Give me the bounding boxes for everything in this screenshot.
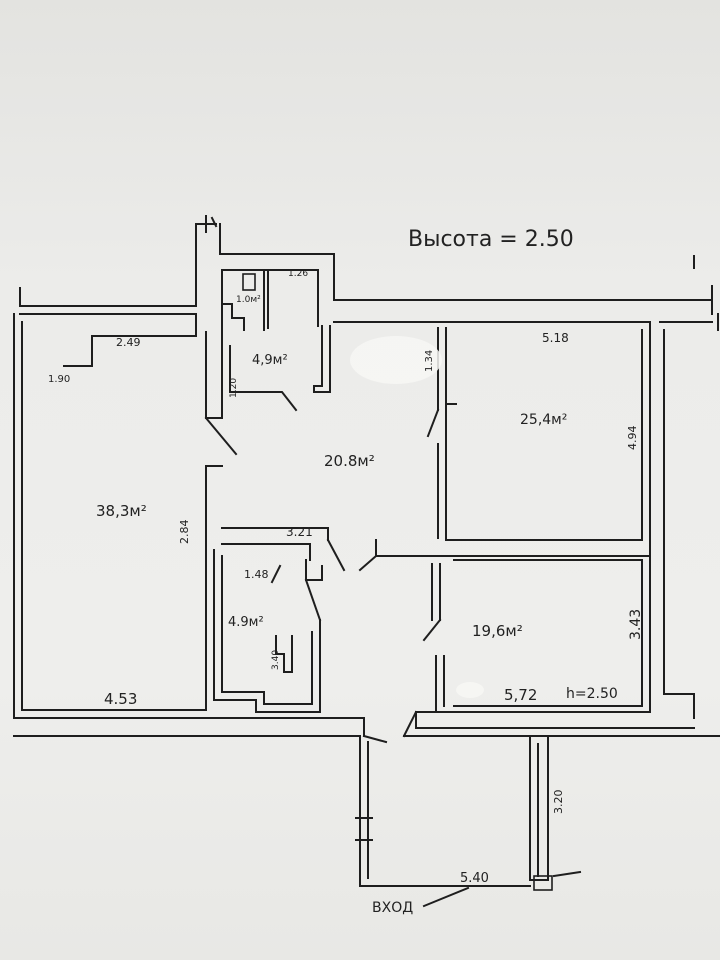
dim-vestibule-bottom: 5.40 [460, 871, 489, 886]
toilet-icon [242, 273, 256, 291]
room-area-wc: 4.9м² [228, 615, 264, 630]
room-area-bathroom: 4,9м² [252, 353, 288, 368]
bathroom [221, 269, 331, 412]
dim-wc-top: 1.48 [244, 568, 269, 581]
top-right-room [426, 327, 643, 541]
dim-large-top: 2.49 [116, 336, 141, 349]
dim-wc-side: 3.40 [271, 650, 281, 670]
large-room [63, 313, 238, 545]
dim-top-right-top: 5.18 [542, 331, 569, 345]
dim-kitchen-side: 3.43 [628, 609, 644, 640]
dim-large-side: 2.84 [178, 520, 191, 545]
dim-kitchen-bottom: 5,72 [504, 686, 537, 704]
dim-bathroom-side: 1.20 [229, 378, 239, 398]
dim-vestibule-side: 3.20 [552, 790, 565, 815]
dim-top-right-step: 1.34 [424, 350, 435, 372]
ceiling-height-title: Высота = 2.50 [408, 227, 574, 252]
outer-walls [13, 223, 720, 737]
area-toilet: 1.0м² [236, 295, 261, 305]
room-area-hall: 20.8м² [324, 452, 375, 470]
kitchen [422, 559, 643, 713]
ceiling-height-kitchen: h=2.50 [566, 686, 618, 702]
dim-large-bottom: 4.53 [104, 690, 137, 708]
room-area-large: 38,3м² [96, 502, 147, 520]
correction-mark [350, 336, 442, 384]
dim-hall: 3.21 [286, 525, 313, 539]
tick-marks [205, 215, 719, 331]
dim-top-right-side: 4.94 [626, 426, 639, 451]
room-area-kitchen: 19,6м² [472, 622, 523, 640]
wc [213, 549, 323, 713]
hall [221, 527, 651, 572]
entrance-label: ВХОД [372, 900, 413, 916]
dim-bathroom-top: 1.26 [288, 269, 308, 279]
vestibule [355, 710, 582, 908]
correction-mark [456, 682, 484, 698]
room-area-top-right: 25,4м² [520, 412, 567, 428]
dim-large-step: 1.90 [48, 374, 70, 385]
